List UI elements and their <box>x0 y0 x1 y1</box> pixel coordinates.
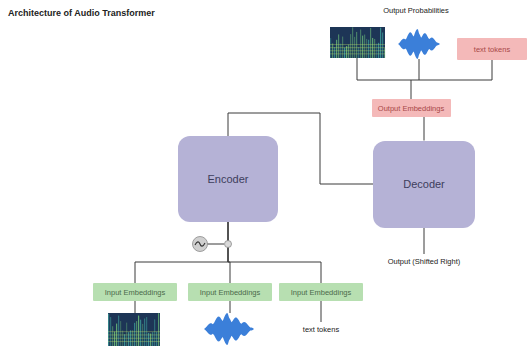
input-token-label: text tokens <box>281 325 361 334</box>
output-embeddings-box: Output Embeddings <box>372 99 451 117</box>
spectrogram-stripe <box>136 321 137 346</box>
node-text: Encoder <box>208 173 249 185</box>
output-bracket <box>357 80 411 81</box>
spectrogram-stripe <box>350 34 351 58</box>
spectrogram-stripe <box>358 47 359 58</box>
spectrogram-stripe <box>114 332 115 346</box>
spectrogram-band <box>330 50 385 51</box>
node-text: Input Embeddings <box>200 288 260 297</box>
decoder-block: Decoder <box>373 141 475 228</box>
spectrogram-band <box>108 334 160 335</box>
spectrogram-band <box>108 338 160 339</box>
node-text: Output Embeddings <box>378 104 444 113</box>
spectrogram-ground <box>330 27 385 58</box>
spectrogram-band <box>108 331 160 332</box>
spectrogram-stripe <box>366 39 367 58</box>
input-leader <box>230 301 231 313</box>
positional-leader <box>207 244 224 245</box>
input-embeddings-box: Input Embeddings <box>279 283 363 301</box>
positional-encoding-symbol <box>193 237 208 252</box>
spectrogram-stripe <box>338 34 339 58</box>
spectrogram-ground <box>108 313 160 346</box>
spectrogram-stripe <box>126 323 127 346</box>
spectrogram-stripe <box>344 48 345 58</box>
spectrogram-stripe <box>156 332 157 346</box>
waveform-image <box>204 313 254 345</box>
output-bracket <box>357 58 358 80</box>
spectrogram-stripe <box>348 45 349 58</box>
input-embeddings-box: Input Embeddings <box>188 283 272 301</box>
spectrogram-stripe <box>152 332 153 346</box>
node-text: Decoder <box>403 178 445 190</box>
decoder-input-leader <box>424 228 425 254</box>
sine-wave-symbol <box>195 242 205 246</box>
spectrogram-stripe <box>334 47 335 58</box>
encoder-block: Encoder <box>178 136 278 222</box>
input-leader <box>321 301 322 322</box>
sum-symbol <box>225 241 232 248</box>
output-heading: Output Probabilities <box>376 6 456 15</box>
spectrogram-band <box>330 47 385 48</box>
diagram-title: Architecture of Audio Transformer <box>8 8 155 18</box>
spectrogram-stripe <box>134 323 135 346</box>
node-text: Input Embeddings <box>291 288 351 297</box>
spectrogram-band <box>330 44 385 45</box>
spectrogram-stripe <box>124 334 125 346</box>
connector <box>228 222 321 283</box>
connector <box>411 60 492 99</box>
decoder-input-label: Output (Shifted Right) <box>384 257 464 266</box>
node-text: Input Embeddings <box>105 288 165 297</box>
spectrogram-image <box>108 313 160 346</box>
spectrogram-image <box>330 27 385 58</box>
spectrogram-band <box>108 341 160 342</box>
output-bracket <box>419 59 420 80</box>
spectrogram-stripe <box>368 40 369 58</box>
input-embeddings-box: Input Embeddings <box>93 283 177 301</box>
spectrogram-stripe <box>140 320 141 346</box>
spectrogram-stripe <box>336 40 337 58</box>
waveform-image <box>398 29 440 59</box>
connector <box>424 117 425 141</box>
spectrogram-band <box>330 53 385 54</box>
spectrogram-stripe <box>120 321 121 346</box>
connector <box>135 222 228 283</box>
spectrogram-stripe <box>384 48 385 58</box>
spectrogram-stripe <box>112 326 113 346</box>
output-token-box: text tokens <box>457 38 527 60</box>
spectrogram-stripe <box>364 35 365 58</box>
spectrogram-stripe <box>374 39 375 58</box>
spectrogram-stripe <box>128 332 129 346</box>
node-text: text tokens <box>474 45 510 54</box>
spectrogram-stripe <box>362 36 363 58</box>
input-leader <box>135 301 136 313</box>
